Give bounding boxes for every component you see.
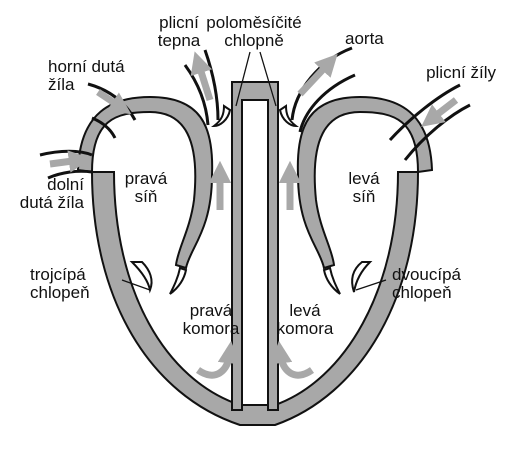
bicuspid-valve-cusp-2 [352,262,370,292]
label-inferior-vena-cava: dolní dutá žíla [2,176,84,212]
label-tricuspid-valve: trojcípá chlopeň [30,266,90,302]
label-right-atrium: pravá síň [116,170,176,206]
label-left-ventricle: levá komora [270,302,340,338]
label-right-ventricle: pravá komora [176,302,246,338]
septum [232,82,278,410]
label-aorta: aorta [345,30,384,48]
label-bicuspid-valve: dvoucípá chlopeň [392,266,461,302]
heart-wall [92,172,418,425]
flow-arrow-right-ventricle-curl [198,352,230,375]
flow-arrow-left-ventricle-curl [280,352,312,375]
label-pulmonary-veins: plicní žíly [400,64,496,82]
flow-arrow-aorta [300,62,330,94]
label-superior-vena-cava: horní dutá žíla [48,58,125,94]
tricuspid-valve-cusp-2 [170,268,186,294]
label-left-atrium: levá síň [334,170,394,206]
bicuspid-valve-cusp-1 [324,268,340,294]
flow-arrow-inferior-vena-cava [50,160,80,164]
label-semilunar-valves: poloměsíčité chlopně [198,14,310,50]
tricuspid-valve-cusp-1 [132,262,152,290]
